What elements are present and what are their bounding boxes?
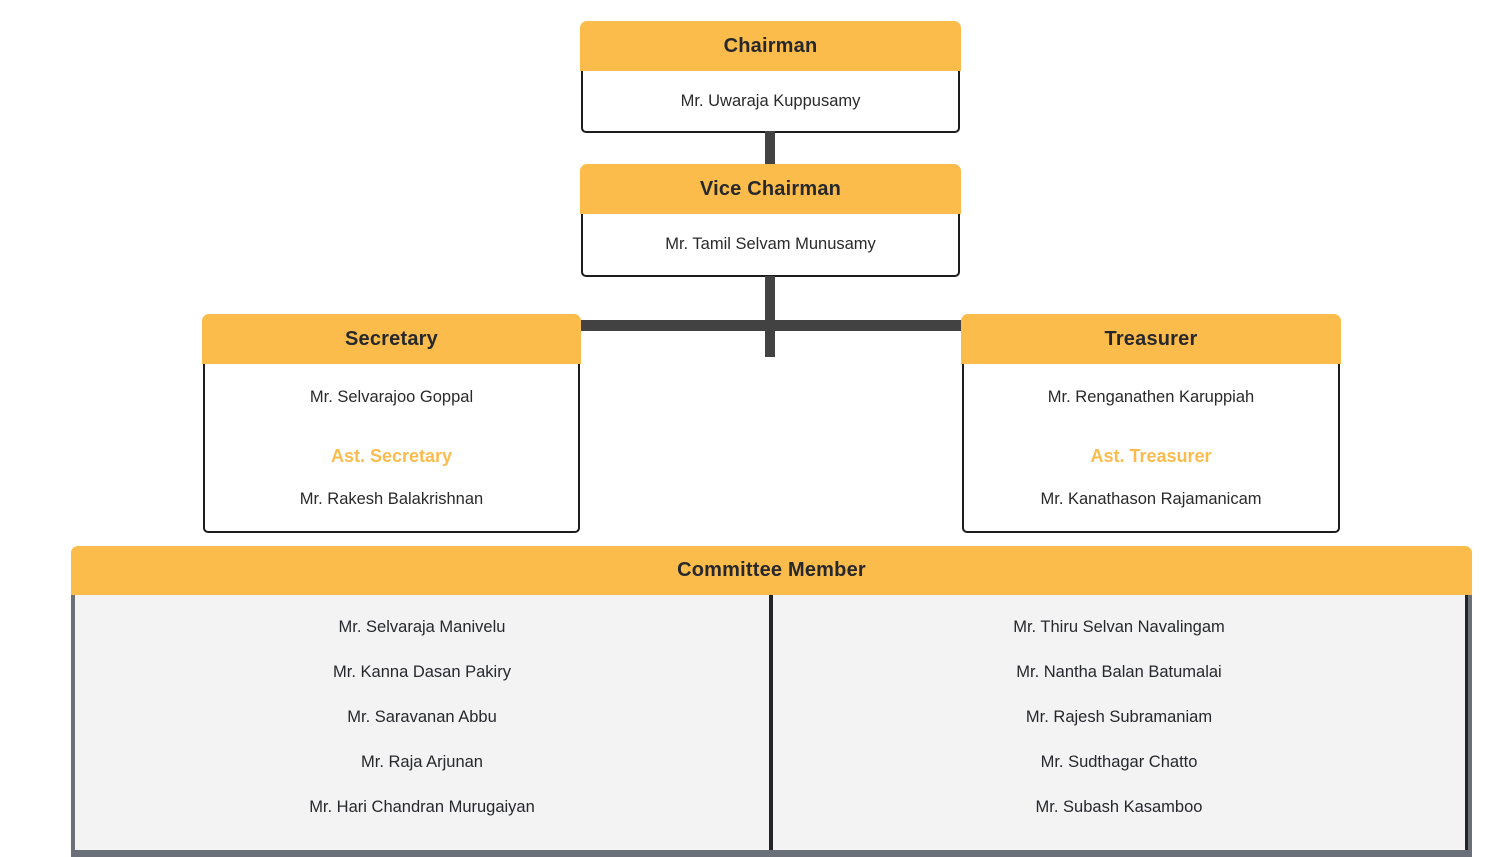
committee-member: Mr. Rajesh Subramaniam bbox=[1025, 708, 1213, 726]
committee-member: Mr. Raja Arjunan bbox=[361, 753, 483, 771]
connector-secretary-treasurer bbox=[580, 320, 962, 331]
treasurer-header: Treasurer bbox=[961, 314, 1341, 364]
committee-column-left: Mr. Selvaraja Manivelu Mr. Kanna Dasan P… bbox=[75, 595, 769, 850]
chairman-body: Mr. Uwaraja Kuppusamy bbox=[583, 71, 958, 131]
committee-member: Mr. Nantha Balan Batumalai bbox=[1016, 663, 1222, 681]
secretary-name: Mr. Selvarajoo Goppal bbox=[309, 387, 474, 406]
assistant-secretary-name: Mr. Rakesh Balakrishnan bbox=[299, 489, 484, 508]
treasurer-body: Mr. Renganathen Karuppiah Ast. Treasurer… bbox=[964, 378, 1338, 518]
secretary-body: Mr. Selvarajoo Goppal Ast. Secretary Mr.… bbox=[205, 378, 578, 518]
vice-chairman-body: Mr. Tamil Selvam Munusamy bbox=[583, 214, 958, 274]
secretary-header: Secretary bbox=[202, 314, 581, 364]
vice-chairman-name: Mr. Tamil Selvam Munusamy bbox=[665, 234, 876, 253]
assistant-treasurer-title: Ast. Treasurer bbox=[1090, 445, 1212, 466]
committee-member: Mr. Saravanan Abbu bbox=[347, 708, 497, 726]
committee-member: Mr. Thiru Selvan Navalingam bbox=[1013, 618, 1225, 636]
committee-member: Mr. Kanna Dasan Pakiry bbox=[333, 663, 511, 681]
committee-member: Mr. Selvaraja Manivelu bbox=[338, 618, 506, 636]
chairman-card: Chairman Mr. Uwaraja Kuppusamy bbox=[580, 21, 961, 133]
vice-chairman-header: Vice Chairman bbox=[580, 164, 961, 214]
committee-title: Committee Member bbox=[677, 559, 866, 581]
assistant-treasurer-name: Mr. Kanathason Rajamanicam bbox=[1040, 489, 1262, 508]
committee-member: Mr. Sudthagar Chatto bbox=[1040, 753, 1198, 771]
treasurer-card: Treasurer Mr. Renganathen Karuppiah Ast.… bbox=[961, 314, 1341, 533]
connector-vice-stem bbox=[765, 276, 775, 357]
secretary-card: Secretary Mr. Selvarajoo Goppal Ast. Sec… bbox=[202, 314, 581, 533]
committee-header: Committee Member bbox=[71, 546, 1472, 595]
treasurer-name: Mr. Renganathen Karuppiah bbox=[1047, 387, 1255, 406]
connector-chairman-to-vice bbox=[765, 131, 775, 165]
treasurer-title: Treasurer bbox=[1104, 327, 1198, 350]
chairman-title: Chairman bbox=[723, 34, 818, 57]
committee-column-right: Mr. Thiru Selvan Navalingam Mr. Nantha B… bbox=[769, 595, 1468, 850]
committee-member: Mr. Hari Chandran Murugaiyan bbox=[309, 798, 535, 816]
vice-chairman-title: Vice Chairman bbox=[699, 177, 842, 200]
assistant-secretary-title: Ast. Secretary bbox=[330, 445, 453, 466]
vice-chairman-card: Vice Chairman Mr. Tamil Selvam Munusamy bbox=[580, 164, 961, 277]
chairman-name: Mr. Uwaraja Kuppusamy bbox=[680, 91, 861, 110]
chairman-header: Chairman bbox=[580, 21, 961, 71]
secretary-title: Secretary bbox=[345, 327, 438, 350]
committee-member: Mr. Subash Kasamboo bbox=[1035, 798, 1203, 816]
committee-body: Mr. Selvaraja Manivelu Mr. Kanna Dasan P… bbox=[71, 595, 1472, 857]
